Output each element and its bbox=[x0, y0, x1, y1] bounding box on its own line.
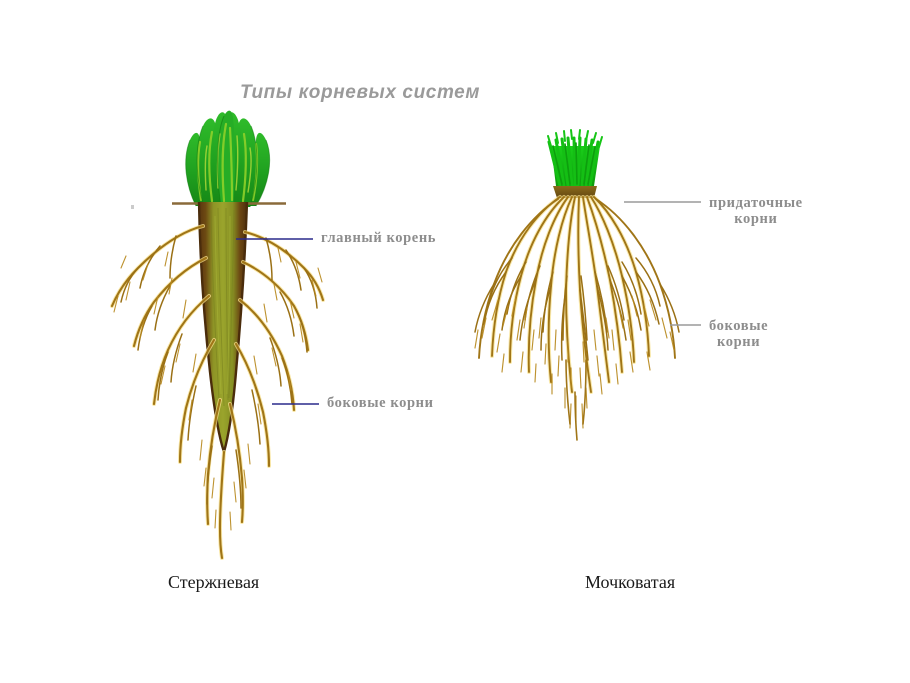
label-lateral-roots-fibrous-line2: корни bbox=[716, 334, 761, 350]
caption-taproot: Стержневая bbox=[168, 572, 260, 592]
main-taproot bbox=[197, 201, 249, 453]
label-adventitious-roots-line2: корни bbox=[734, 211, 778, 227]
page-title-text: Типы корневых систем bbox=[239, 82, 481, 103]
taproot-plant bbox=[110, 110, 325, 560]
stray-dot-artifact bbox=[131, 205, 134, 209]
caption-fibrous: Мочковатая bbox=[585, 572, 676, 592]
fibrous-root-mass bbox=[474, 195, 680, 441]
label-lateral-roots-taproot-text: боковые корни bbox=[327, 395, 434, 411]
leader-lines bbox=[236, 201, 701, 405]
label-lateral-roots-fibrous-line1: боковые bbox=[709, 318, 769, 334]
label-lateral-roots-fibrous: боковые корни bbox=[709, 318, 768, 350]
fibrous-foliage bbox=[547, 129, 603, 188]
label-adventitious-roots-line1: придаточные bbox=[709, 195, 803, 211]
taproot-lateral-roots bbox=[110, 224, 325, 560]
label-lateral-roots-taproot: боковые корни bbox=[327, 396, 434, 411]
fibrous-stem-base bbox=[553, 186, 597, 198]
label-adventitious-roots: придаточные корни bbox=[709, 195, 803, 227]
fibrous-plant bbox=[474, 129, 680, 441]
taproot-foliage bbox=[185, 110, 271, 208]
label-main-root-text: главный корень bbox=[321, 230, 437, 246]
label-main-root: главный корень bbox=[321, 231, 436, 246]
page-title: Типы корневых систем bbox=[0, 82, 910, 104]
